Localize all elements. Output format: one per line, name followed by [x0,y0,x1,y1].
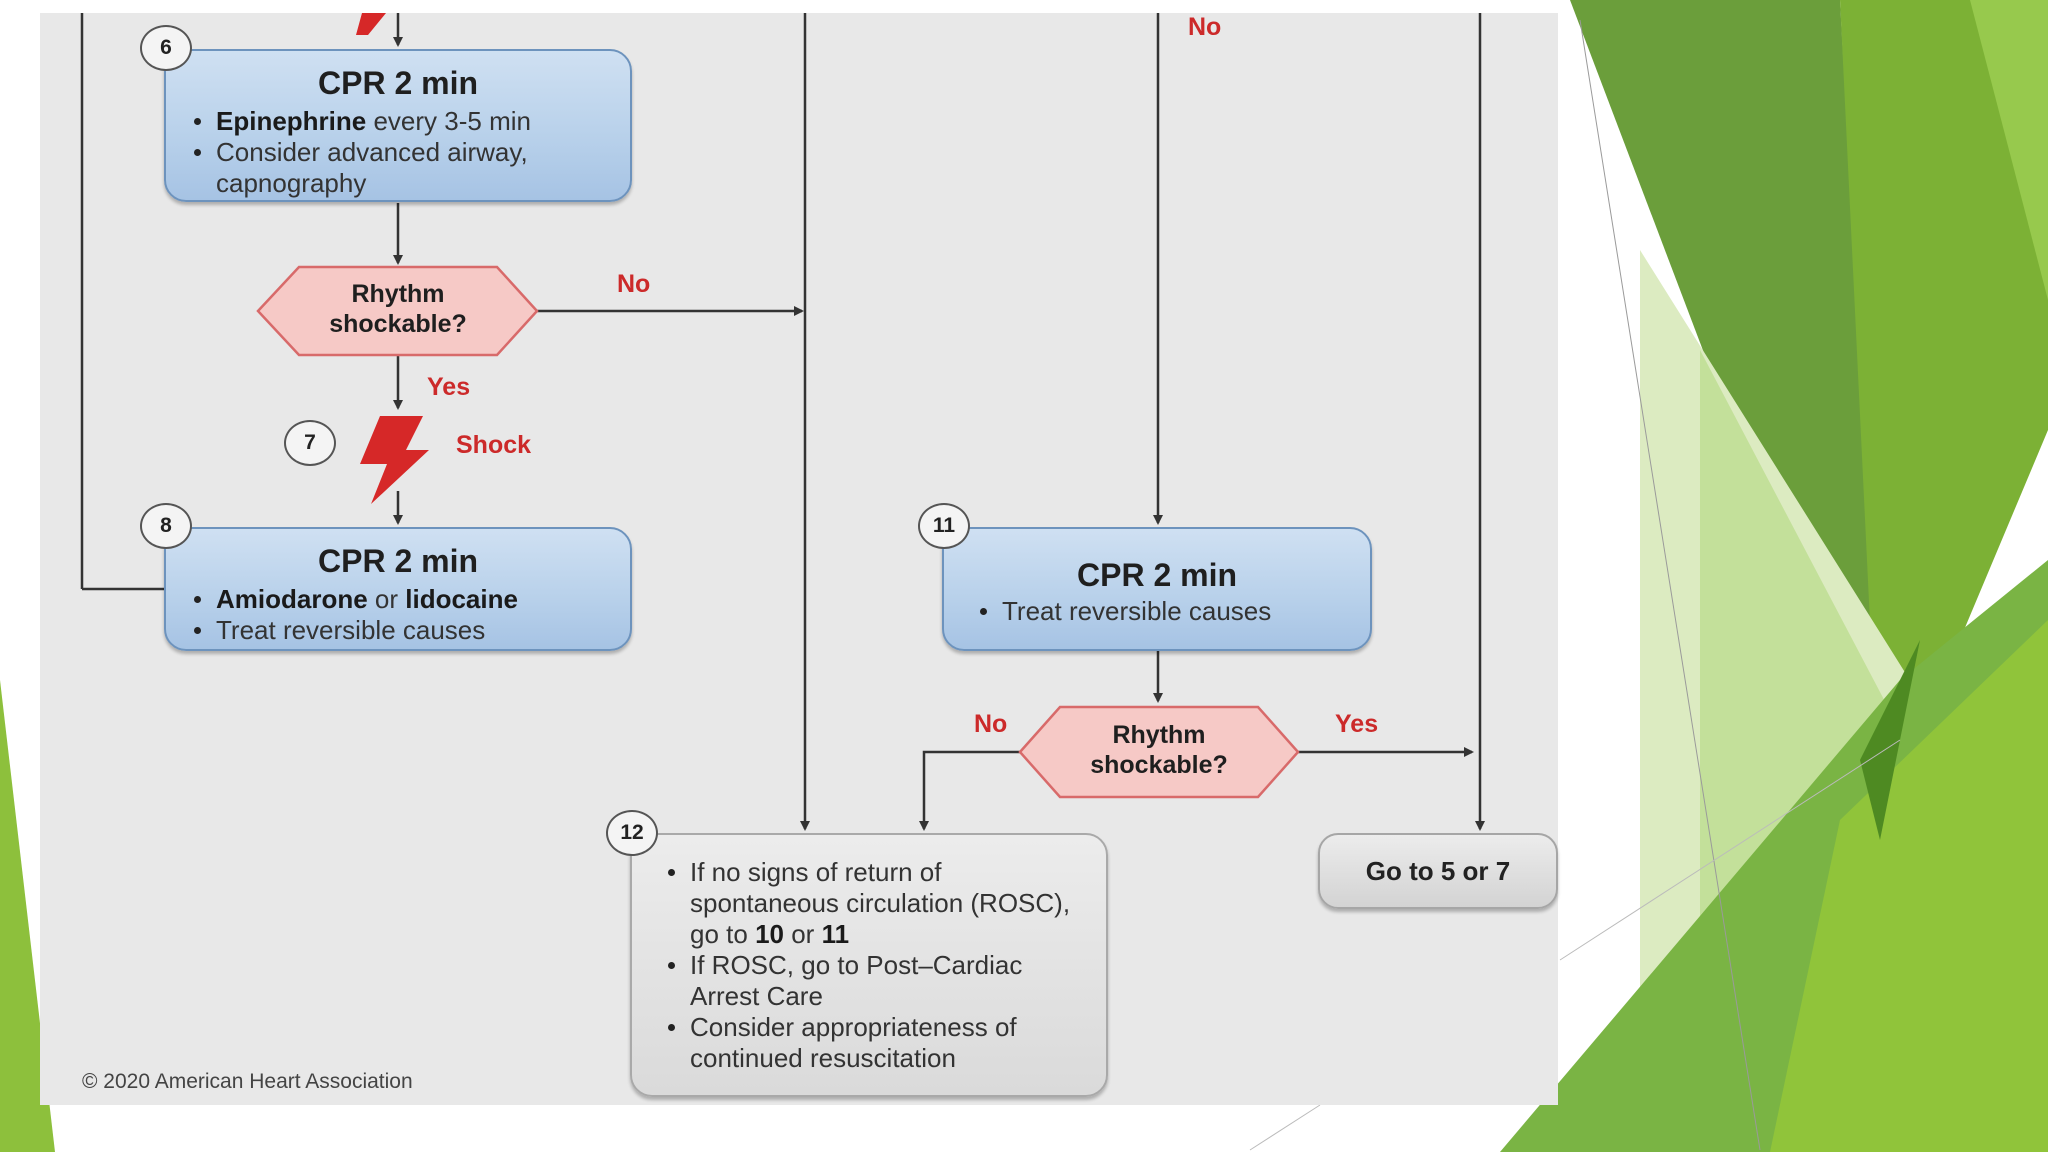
shock-bolt-icon [360,416,429,504]
right-green-shape-5 [1600,350,1900,1152]
node-11-title: CPR 2 min [1076,557,1238,593]
decision-b-shape [1018,705,1300,799]
node-8-bullets: Amiodarone or lidocaine Treat reversible… [186,584,614,646]
right-deco-line-1 [1579,19,1761,1151]
node-8-badge: 8 [140,503,192,549]
top-no-label: No [1188,13,1222,41]
node-6-bullet-1: Epinephrine every 3-5 min [186,106,614,137]
copyright-text: © 2020 American Heart Association [82,1070,413,1093]
node-6-title: CPR 2 min [317,65,479,101]
right-green-shape-8 [1860,640,1920,840]
right-green-shape-2 [1840,0,2048,830]
goto-5-or-7-box: Go to 5 or 7 [1318,833,1558,909]
shock-bolt-tip-icon [356,13,386,35]
decision-a-yes-label: Yes [427,373,471,401]
node-12-badge: 12 [606,810,658,856]
node-12-box: If no signs of return of spontaneous cir… [630,833,1108,1097]
decision-a-label: Rhythm shockable? [329,280,467,338]
node-12-bullet-3: Consider appropriateness of continued re… [660,1012,1086,1074]
node-12-bullet-2: If ROSC, go to Post–Cardiac Arrest Care [660,950,1086,1012]
flow-connectors [80,13,1485,831]
right-green-shape-7 [1770,620,2048,1152]
node-6-badge: 6 [140,25,192,71]
node-6-bullet-2: Consider advanced airway, capnography [186,137,614,199]
node-8-bullet-2: Treat reversible causes [186,615,614,646]
right-deco-line-2 [1559,739,1901,961]
node-6-cpr-box: CPR 2 min Epinephrine every 3-5 min Cons… [164,49,632,202]
decision-a-no-label: No [617,270,651,298]
decision-b-label: Rhythm shockable? [1090,721,1228,779]
decision-b-yes-label: Yes [1335,710,1379,738]
right-deco-line-3 [1249,1104,1321,1151]
node-11-bullet-1: Treat reversible causes [972,596,1354,627]
node-12-bullet-1: If no signs of return of spontaneous cir… [660,857,1086,950]
node-11-bullets: Treat reversible causes [972,596,1354,627]
node-11-badge: 11 [918,503,970,549]
arrow-decision-b-no [919,750,1020,831]
flowchart-card: CPR 2 min Epinephrine every 3-5 min Cons… [40,13,1558,1105]
right-green-shape-3 [1970,0,2048,300]
node-8-title: CPR 2 min [317,543,479,579]
decision-a-shape [256,265,539,357]
decision-b-no-label: No [974,710,1008,738]
node-11-cpr-box: CPR 2 min Treat reversible causes [942,527,1372,651]
node-6-bullets: Epinephrine every 3-5 min Consider advan… [186,106,614,199]
node-12-bullets: If no signs of return of spontaneous cir… [660,857,1086,1074]
shock-7-badge: 7 [284,420,336,466]
node-8-bullet-1: Amiodarone or lidocaine [186,584,614,615]
shock-label: Shock [456,431,532,459]
node-8-cpr-box: CPR 2 min Amiodarone or lidocaine Treat … [164,527,632,651]
